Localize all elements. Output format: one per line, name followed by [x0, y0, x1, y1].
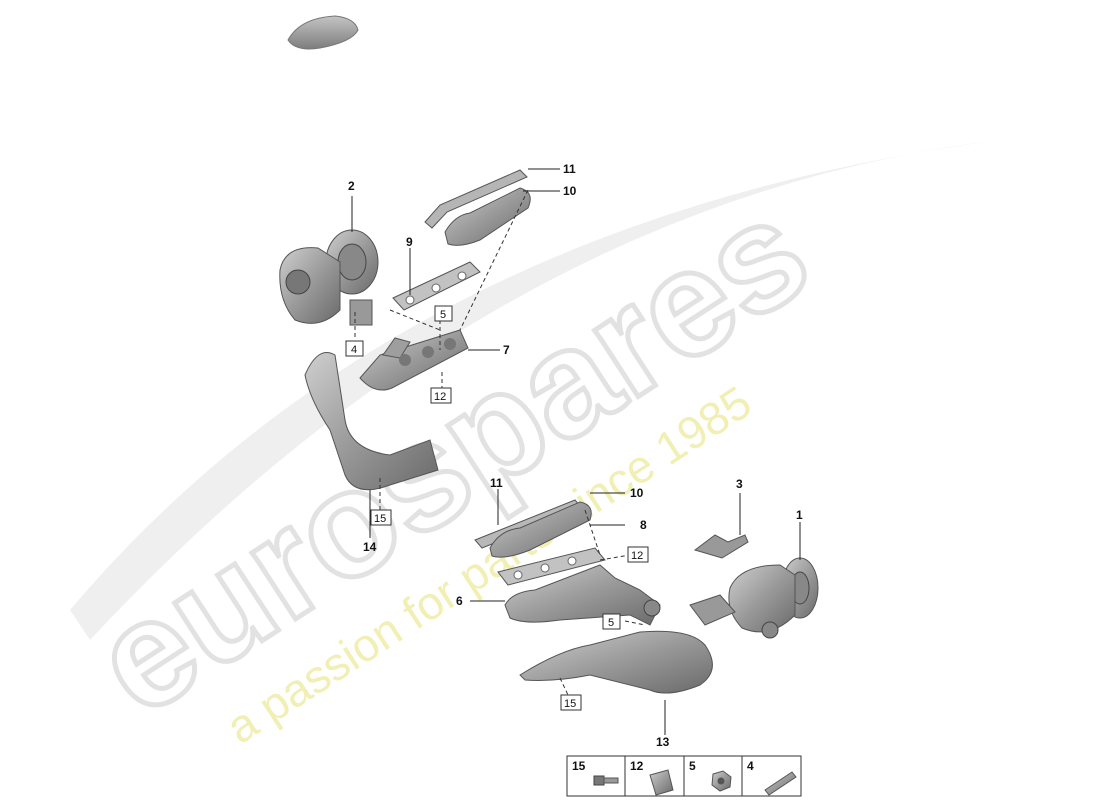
boxed-ref-15-lower: 15: [560, 694, 582, 711]
legend-item-4[interactable]: 4: [747, 759, 797, 796]
boxed-ref-4: 4: [345, 340, 364, 357]
part-11-gasket-upper[interactable]: [424, 169, 528, 229]
part-6-exhaust-manifold-lower[interactable]: [504, 564, 661, 626]
stud-icon: [764, 771, 797, 796]
legend-item-5[interactable]: 5: [689, 759, 732, 792]
callout-9: 9: [406, 235, 413, 249]
callout-10-lower: 10: [630, 486, 644, 500]
boxed-ref-5-upper: 5: [434, 305, 453, 322]
svg-text:12: 12: [434, 391, 446, 403]
callout-1: 1: [796, 508, 803, 522]
boxed-ref-12-lower: 12: [627, 546, 649, 563]
callout-8: 8: [640, 518, 647, 532]
legend-num-12: 12: [630, 759, 644, 773]
callout-3: 3: [736, 477, 743, 491]
callout-11-upper: 11: [563, 162, 576, 176]
callout-6: 6: [456, 594, 463, 608]
callout-13: 13: [656, 735, 670, 749]
sleeve-icon: [649, 769, 674, 796]
nut-icon: [711, 770, 732, 792]
part-10-heat-shield-lower[interactable]: [489, 501, 592, 558]
part-13-heat-shield-lower[interactable]: [519, 630, 713, 694]
svg-text:5: 5: [440, 309, 446, 321]
dashed-leader-lines: [354, 189, 646, 696]
callout-10-upper: 10: [563, 184, 577, 198]
part-7-exhaust-manifold-upper[interactable]: [359, 329, 469, 391]
part-14-heat-shield-upper[interactable]: [304, 352, 439, 491]
legend-num-15: 15: [572, 759, 586, 773]
legend-num-4: 4: [747, 759, 754, 773]
car-silhouette-icon: [287, 15, 359, 50]
bolt-icon: [593, 775, 619, 786]
callout-14: 14: [363, 540, 377, 554]
callout-2: 2: [348, 179, 355, 193]
part-8-manifold-gasket-lower[interactable]: [497, 547, 606, 586]
svg-text:5: 5: [608, 617, 614, 629]
svg-text:15: 15: [374, 513, 386, 525]
watermark: eurospares a passion for parts since 198…: [63, 140, 1000, 753]
boxed-ref-15-upper: 15: [370, 509, 392, 526]
watermark-brand: eurospares: [66, 165, 836, 746]
svg-text:4: 4: [351, 344, 357, 356]
legend-item-12[interactable]: 12: [630, 759, 674, 796]
svg-text:15: 15: [564, 698, 576, 710]
part-10-heat-shield-upper[interactable]: [444, 187, 531, 246]
part-1-turbocharger[interactable]: [689, 557, 819, 639]
part-3-sensor[interactable]: [693, 534, 749, 559]
legend-item-15[interactable]: 15: [572, 759, 619, 786]
legend-num-5: 5: [689, 759, 696, 773]
svg-text:12: 12: [631, 550, 643, 562]
leader-lines: [351, 168, 801, 735]
callout-11-lower: 11: [490, 476, 503, 490]
boxed-ref-5-lower: 5: [602, 613, 621, 630]
fastener-legend: 15 12 5 4: [566, 755, 802, 797]
part-2-turbocharger[interactable]: [279, 229, 379, 326]
boxed-ref-12-upper: 12: [430, 387, 452, 404]
callout-7: 7: [503, 343, 510, 357]
part-9-manifold-gasket-upper[interactable]: [392, 261, 481, 311]
